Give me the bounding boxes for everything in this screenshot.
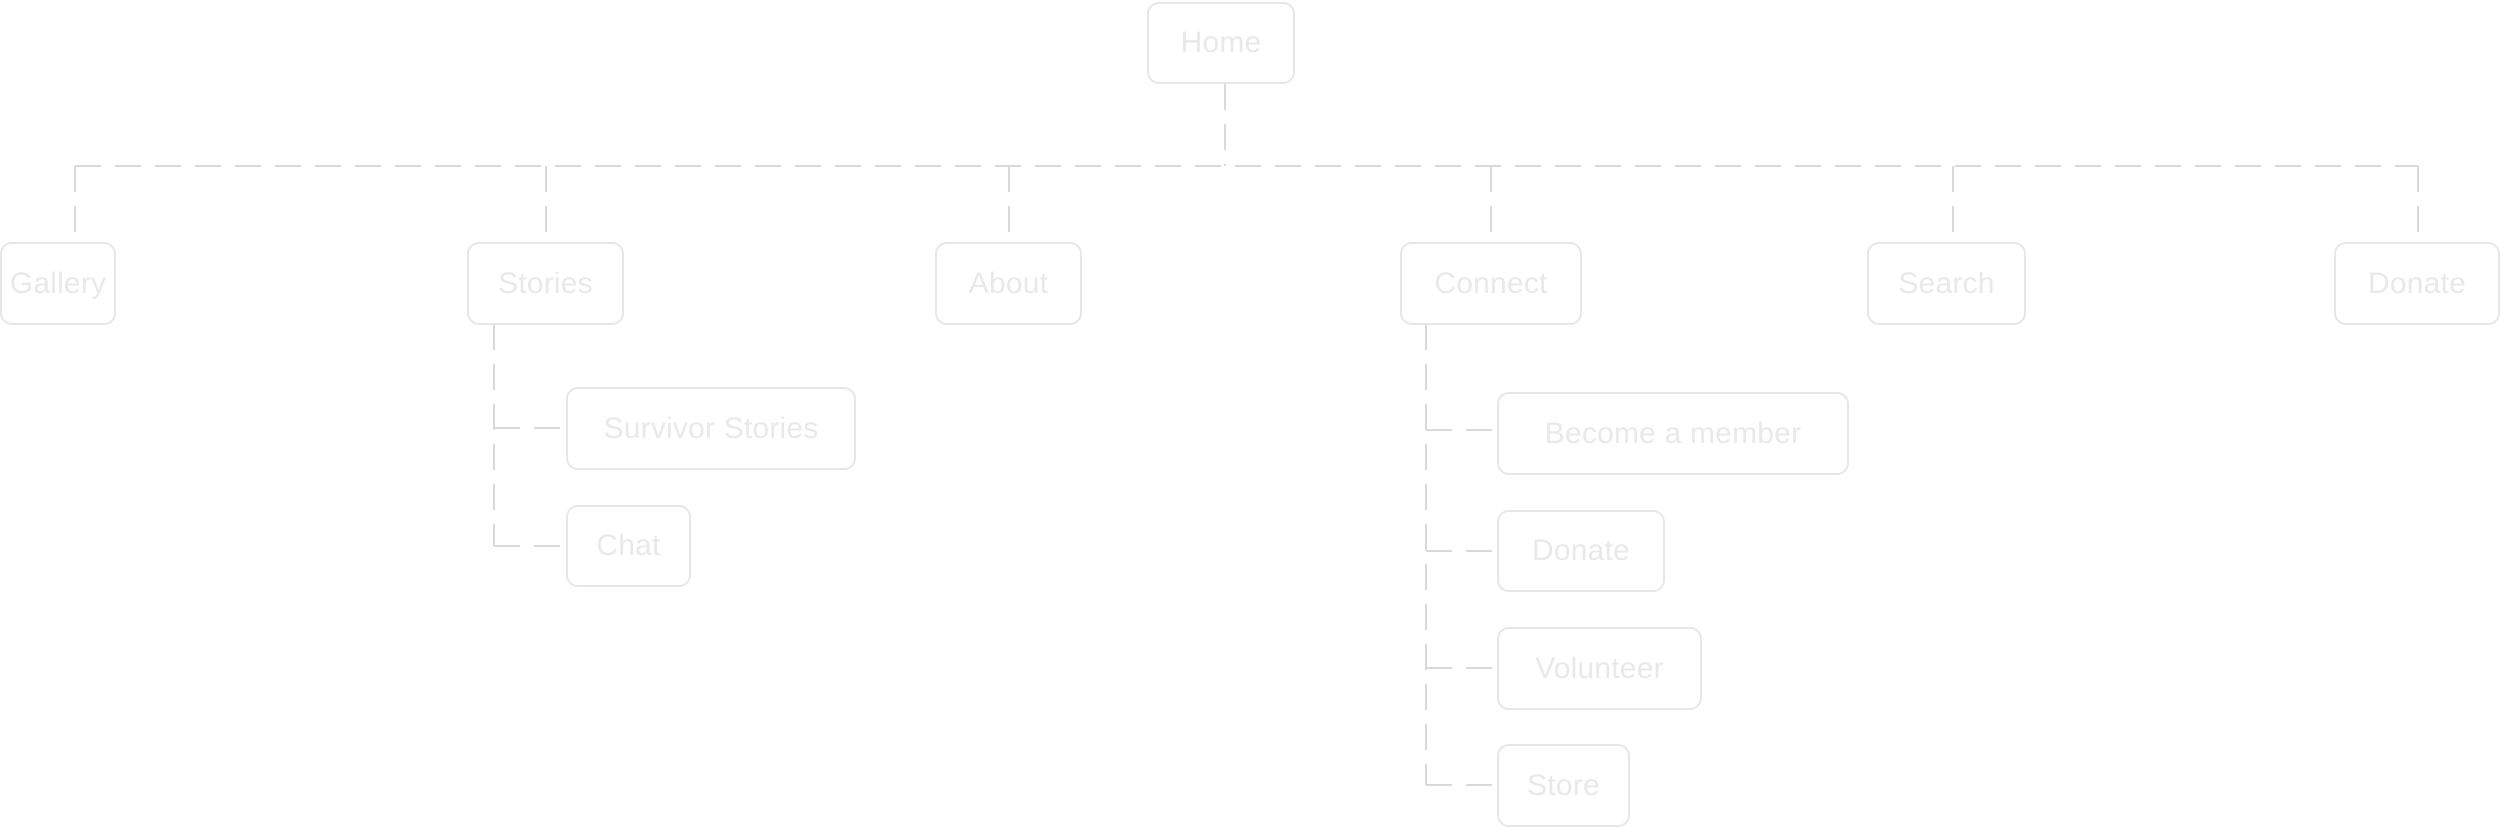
node-become-a-member: Become a member <box>1497 392 1849 475</box>
node-home: Home <box>1147 2 1295 84</box>
node-store: Store <box>1497 744 1630 827</box>
node-search: Search <box>1867 242 2026 325</box>
node-gallery: Gallery <box>0 242 116 325</box>
node-volunteer: Volunteer <box>1497 627 1702 710</box>
node-donate: Donate <box>2334 242 2500 325</box>
node-about: About <box>935 242 1082 325</box>
node-survivor-stories: Survivor Stories <box>566 387 856 470</box>
node-stories: Stories <box>467 242 624 325</box>
node-connect-donate: Donate <box>1497 510 1665 592</box>
node-connect: Connect <box>1400 242 1582 325</box>
node-chat: Chat <box>566 505 691 587</box>
